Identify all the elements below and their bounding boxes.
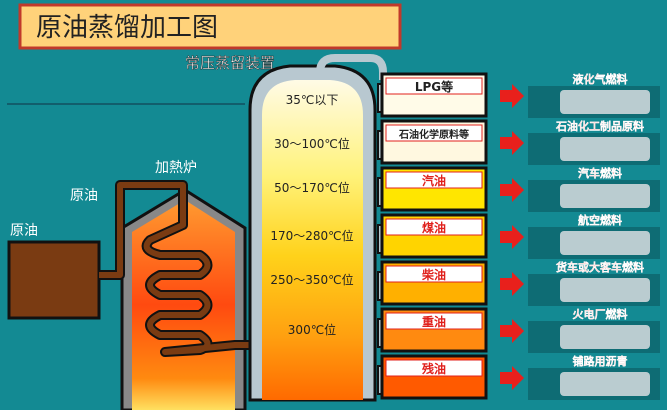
product-photo — [560, 372, 650, 396]
product-name: 重油 — [422, 314, 446, 329]
product-use: 石油化工制品原料 — [555, 119, 644, 133]
product-use: 火电厂燃料 — [573, 307, 628, 321]
arrow-icon — [500, 366, 524, 390]
product-row: 煤油 航空燃料 — [377, 213, 660, 259]
product-use: 液化气燃料 — [573, 72, 628, 86]
product-label-box — [385, 171, 483, 189]
product-photo — [560, 90, 650, 114]
product-photo — [560, 184, 650, 208]
product-label-box — [385, 312, 483, 330]
temperature-label: 300℃位 — [288, 322, 336, 337]
product-use: 汽车燃料 — [578, 166, 622, 180]
column-interior — [262, 80, 363, 400]
product-row: 汽油 汽车燃料 — [377, 166, 660, 212]
product-label-box — [385, 124, 483, 142]
product-photo — [560, 278, 650, 302]
product-use: 货车或大客车燃料 — [555, 260, 644, 274]
arrow-icon — [500, 178, 524, 202]
product-use: 铺路用沥青 — [573, 354, 628, 368]
page-title: 原油蒸馏加工图 — [36, 13, 218, 43]
crude-oil-pipe-label: 原油 — [70, 188, 98, 204]
product-name: 汽油 — [422, 173, 446, 188]
arrow-icon — [500, 319, 524, 343]
title-bar — [18, 3, 402, 50]
product-name: 柴油 — [421, 267, 446, 282]
arrow-icon — [500, 225, 524, 249]
arrow-icon — [500, 272, 524, 296]
product-row: 残油 铺路用沥青 — [377, 354, 660, 400]
product-photo — [560, 231, 650, 255]
product-label-box — [385, 77, 483, 95]
furnace-fire — [132, 200, 235, 410]
temperature-label: 35℃以下 — [286, 93, 339, 107]
product-photo — [560, 137, 650, 161]
product-name: 残油 — [422, 361, 446, 376]
arrow-icon — [500, 84, 524, 108]
crude-oil-label: 原油 — [10, 223, 38, 239]
product-name: LPG等 — [415, 79, 453, 94]
product-label-box — [385, 265, 483, 283]
furnace-label: 加熱炉 — [155, 160, 197, 176]
product-name: 煤油 — [422, 220, 446, 235]
product-photo — [560, 325, 650, 349]
temperature-label: 250～350℃位 — [270, 272, 353, 287]
product-label-box — [385, 359, 483, 377]
product-row: 柴油 货车或大客车燃料 — [377, 260, 660, 306]
product-row: LPG等 液化气燃料 — [377, 72, 660, 118]
product-label-box — [385, 218, 483, 236]
arrow-icon — [500, 131, 524, 155]
column-label: 常压蒸留装置 — [185, 54, 275, 72]
crude-oil-tank — [7, 240, 101, 320]
product-name: 石油化学原料等 — [398, 128, 469, 141]
overhead-pipe — [316, 54, 387, 80]
product-row: 石油化学原料等 石油化工制品原料 — [377, 119, 660, 165]
product-use: 航空燃料 — [578, 213, 622, 227]
temperature-label: 30～100℃位 — [274, 136, 350, 151]
product-row: 重油 火电厂燃料 — [377, 307, 660, 353]
temperature-label: 170～280℃位 — [270, 228, 353, 243]
crude-pipe — [99, 182, 265, 355]
temperature-label: 50～170℃位 — [274, 180, 350, 195]
temperature-labels: 35℃以下 30～100℃位 50～170℃位 170～280℃位 250～350℃位 3… — [270, 93, 353, 337]
